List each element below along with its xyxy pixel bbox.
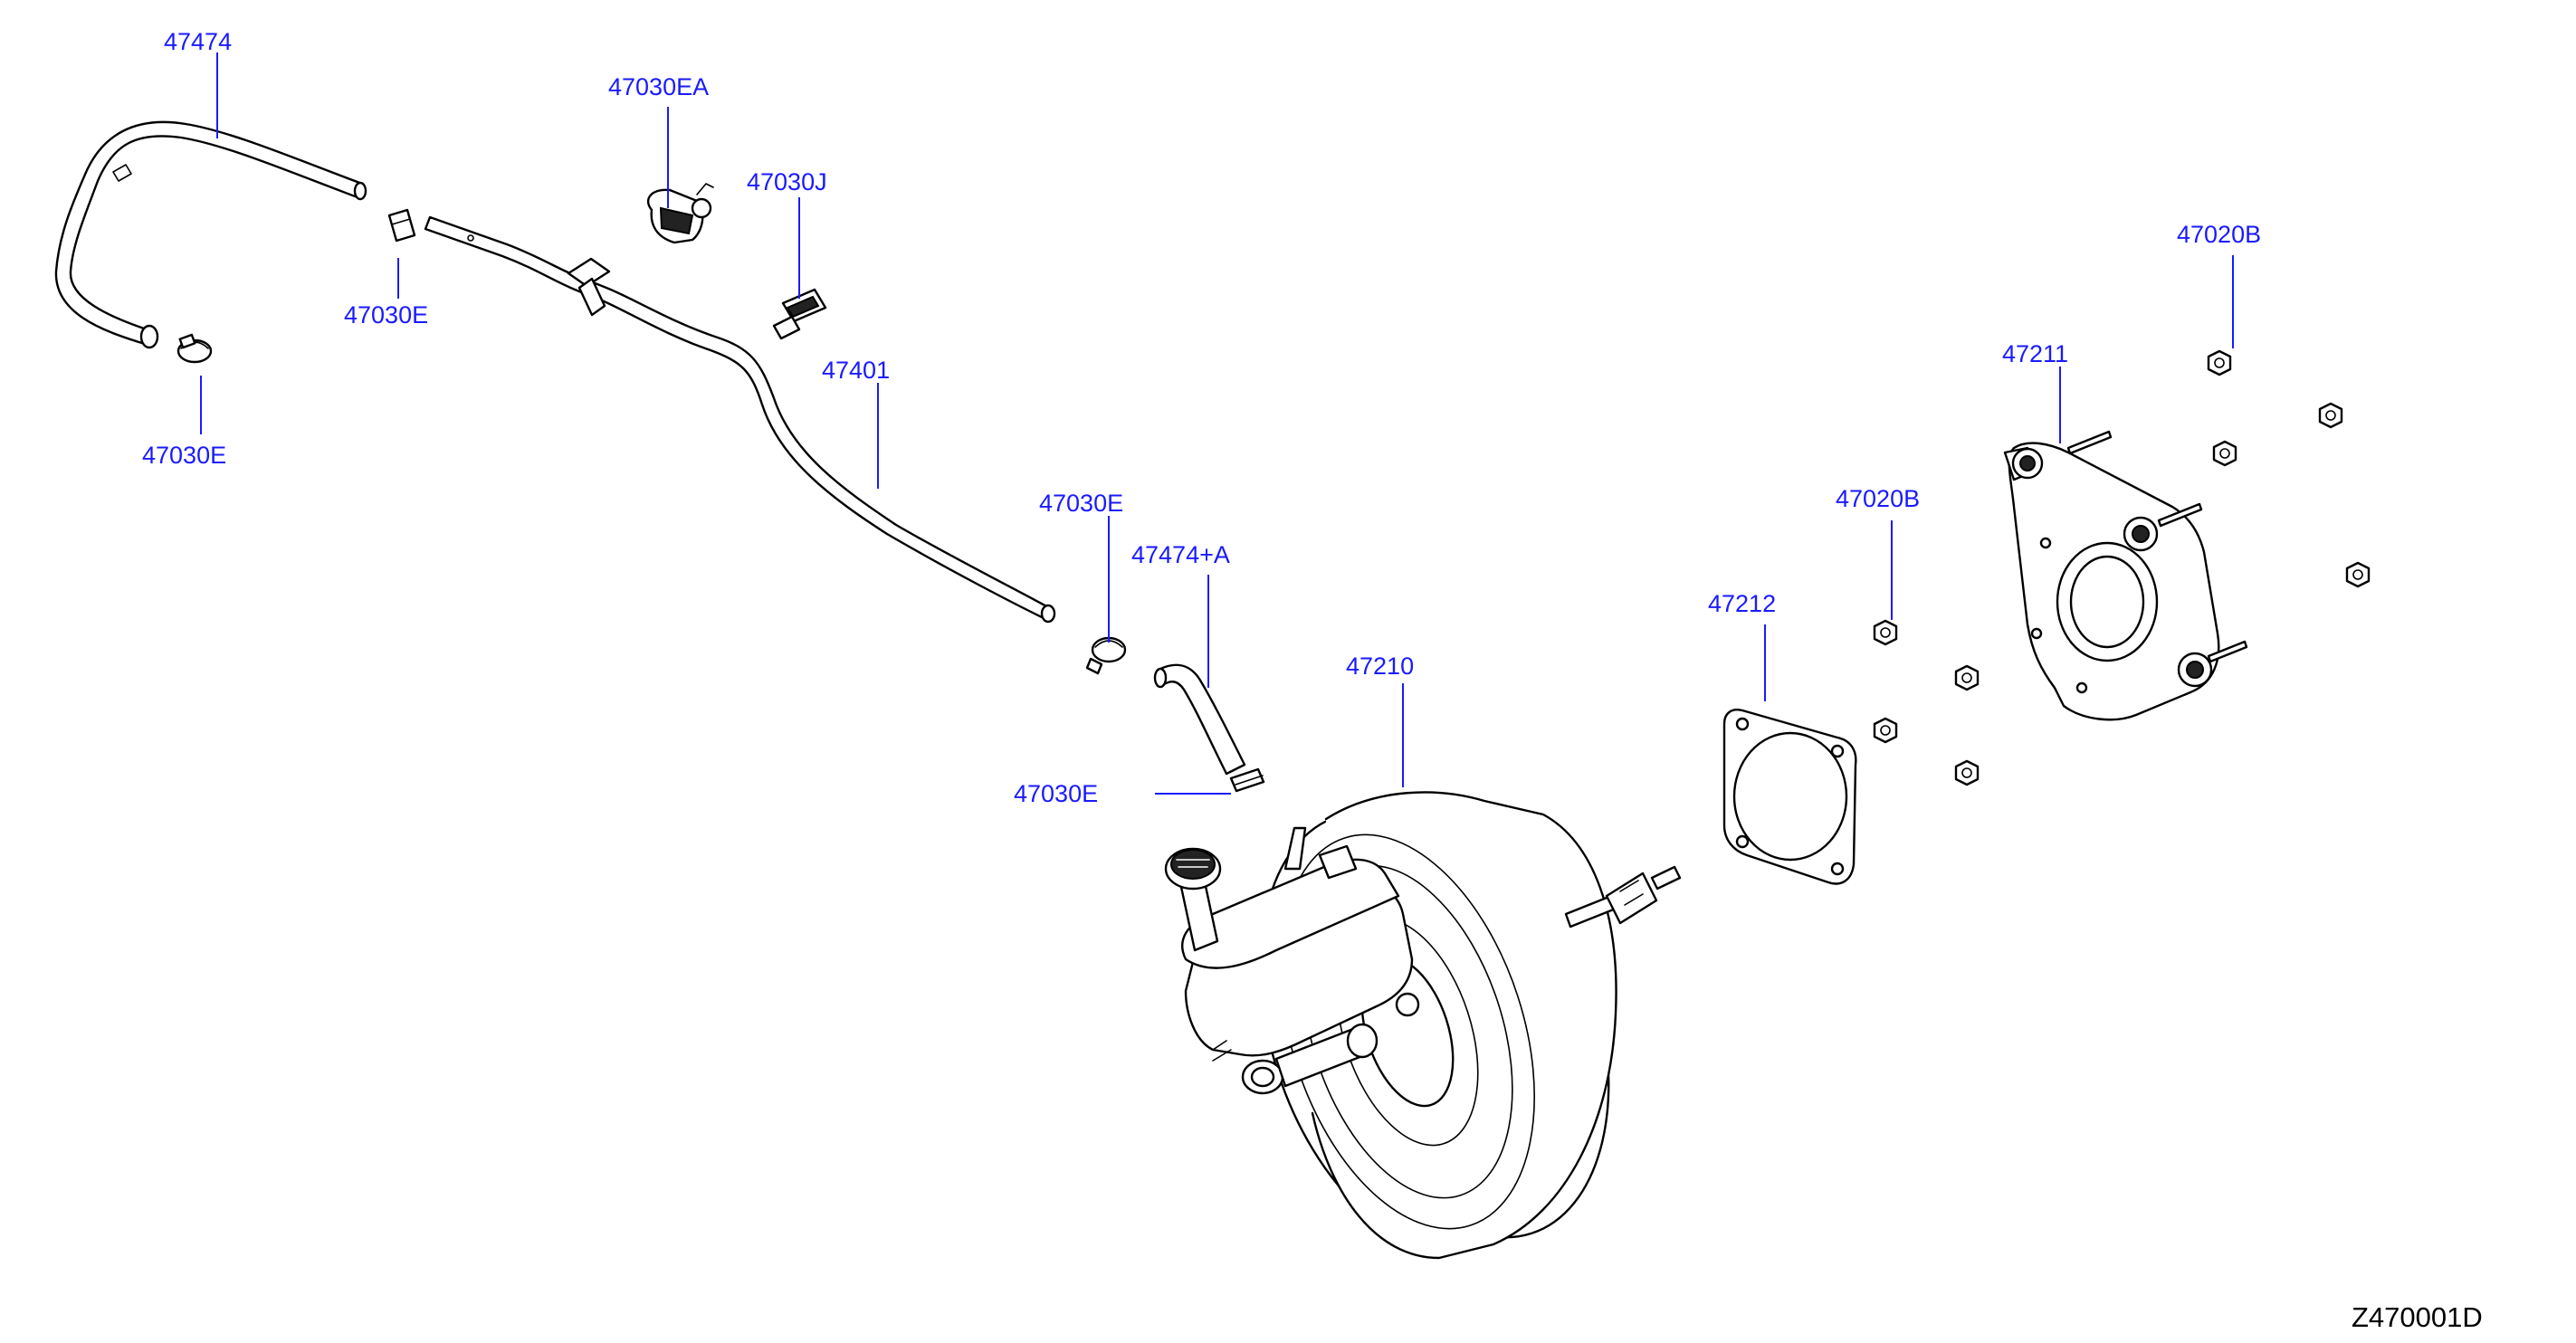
clip-47030EA[interactable] bbox=[646, 183, 714, 244]
clamp-47030E-c[interactable] bbox=[1085, 636, 1127, 675]
clip-47030J[interactable] bbox=[772, 288, 827, 340]
clamp-47030E-b[interactable] bbox=[387, 208, 416, 243]
label-47212[interactable]: 47212 bbox=[1708, 590, 1776, 617]
brake-booster-47210[interactable] bbox=[1164, 761, 1682, 1289]
hose-47474A[interactable] bbox=[1153, 663, 1246, 776]
label-47474[interactable]: 47474 bbox=[164, 28, 232, 55]
label-47030EA[interactable]: 47030EA bbox=[608, 73, 709, 100]
nut-47020B-group-left[interactable] bbox=[1873, 619, 1980, 786]
label-47211[interactable]: 47211 bbox=[2002, 340, 2068, 367]
nut-47020B-group-right[interactable] bbox=[2207, 349, 2371, 588]
bracket-47211[interactable] bbox=[2003, 430, 2248, 721]
label-47210[interactable]: 47210 bbox=[1346, 652, 1414, 680]
label-47020B-b[interactable]: 47020B bbox=[2177, 221, 2261, 248]
clamp-47030E-a[interactable] bbox=[177, 333, 213, 364]
label-47030E-b[interactable]: 47030E bbox=[142, 442, 226, 469]
label-47030E-a[interactable]: 47030E bbox=[344, 301, 428, 329]
gasket-47212[interactable] bbox=[1722, 709, 1857, 885]
label-47030J[interactable]: 47030J bbox=[747, 168, 827, 195]
label-47474A[interactable]: 47474+A bbox=[1131, 541, 1230, 568]
label-47401[interactable]: 47401 bbox=[822, 357, 890, 384]
part-labels: 47474 47030EA 47030J 47030E 47030E 47401… bbox=[142, 28, 2483, 1333]
leader-lines bbox=[200, 52, 2234, 795]
diagram-id: Z470001D bbox=[2352, 1301, 2483, 1333]
label-47030E-c[interactable]: 47030E bbox=[1039, 490, 1123, 517]
label-47020B-a[interactable]: 47020B bbox=[1836, 485, 1920, 512]
vacuum-hose-47474[interactable] bbox=[54, 120, 367, 349]
clamp-47030E-d[interactable] bbox=[1229, 767, 1265, 793]
vacuum-hose-47401[interactable] bbox=[424, 215, 1056, 624]
label-47030E-d[interactable]: 47030E bbox=[1014, 780, 1098, 807]
